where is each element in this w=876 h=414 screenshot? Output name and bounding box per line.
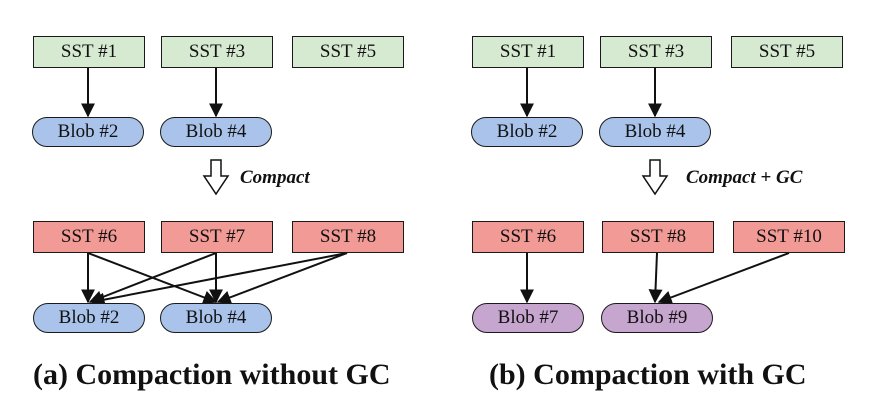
compact-label: Compact — [240, 167, 310, 188]
sst-box: SST #7 — [161, 221, 273, 253]
sst-box: SST #8 — [292, 221, 404, 253]
compact-down-arrow — [202, 159, 230, 196]
ref-arrow — [216, 252, 348, 305]
compact-gc-label: Compact + GC — [686, 167, 803, 188]
sst-box: SST #6 — [472, 221, 584, 253]
sst-box: SST #1 — [472, 36, 584, 68]
blob-box: Blob #2 — [33, 303, 145, 333]
sst-box: SST #8 — [602, 221, 714, 253]
ref-arrow — [90, 252, 348, 307]
sst-box: SST #3 — [161, 36, 273, 68]
sst-box: SST #6 — [33, 221, 145, 253]
sst-box: SST #5 — [292, 36, 404, 68]
sst-box: SST #1 — [33, 36, 145, 68]
blob-box: Blob #4 — [599, 117, 711, 147]
sst-box: SST #5 — [731, 36, 843, 68]
sst-box: SST #10 — [733, 221, 845, 253]
blob-box: Blob #2 — [32, 117, 144, 147]
caption-left: (a) Compaction without GC — [33, 358, 391, 391]
ref-arrow — [648, 252, 663, 304]
blob-box: Blob #4 — [160, 303, 272, 333]
ref-arrow — [657, 252, 790, 305]
blob-box: Blob #9 — [601, 303, 713, 333]
sst-box: SST #3 — [600, 36, 712, 68]
ref-arrow — [88, 252, 217, 304]
blob-box: Blob #7 — [472, 303, 584, 333]
caption-right: (b) Compaction with GC — [489, 358, 807, 391]
blob-box: Blob #2 — [471, 117, 583, 147]
compact-gc-down-arrow — [641, 159, 669, 196]
blob-box: Blob #4 — [160, 117, 272, 147]
